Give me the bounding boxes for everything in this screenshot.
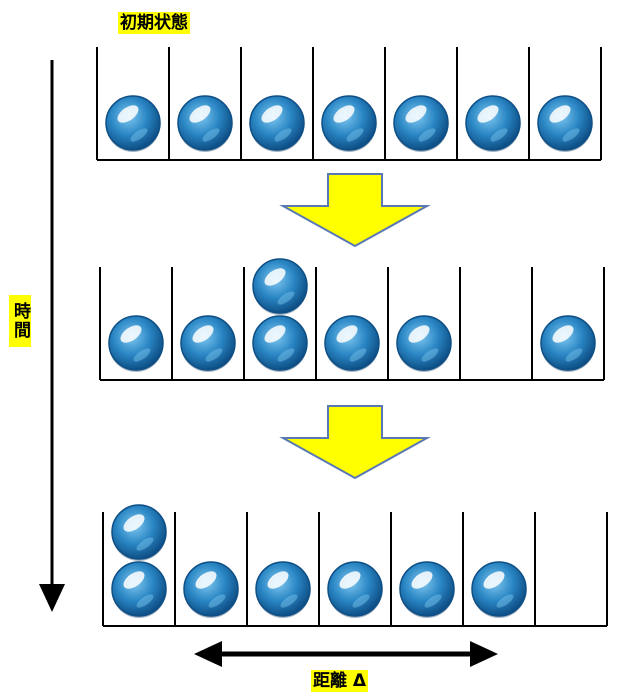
ball (327, 561, 383, 618)
ball (111, 561, 167, 618)
ball (471, 561, 527, 618)
ball (393, 95, 449, 152)
ball (180, 315, 236, 372)
ball (108, 315, 164, 372)
row-middle (99, 258, 605, 381)
row-initial (96, 47, 602, 161)
initial-state-label: 初期状態 (118, 12, 190, 34)
ball (105, 95, 161, 152)
ball (396, 315, 452, 372)
distance-arrow (194, 641, 498, 667)
ball (252, 258, 308, 315)
time-arrow (39, 60, 65, 612)
ball (324, 315, 380, 372)
ball (177, 95, 233, 152)
ball (321, 95, 377, 152)
ball (111, 504, 167, 561)
ball (540, 315, 596, 372)
time-axis-label: 時間 (9, 295, 31, 347)
ball (465, 95, 521, 152)
ball (399, 561, 455, 618)
transition-arrow (279, 405, 431, 480)
row-final (102, 504, 608, 627)
transition-arrow (279, 173, 431, 248)
ball (255, 561, 311, 618)
ball (537, 95, 593, 152)
ball (249, 95, 305, 152)
ball (183, 561, 239, 618)
distance-axis-label: 距離 Δ (311, 670, 369, 692)
ball (252, 315, 308, 372)
